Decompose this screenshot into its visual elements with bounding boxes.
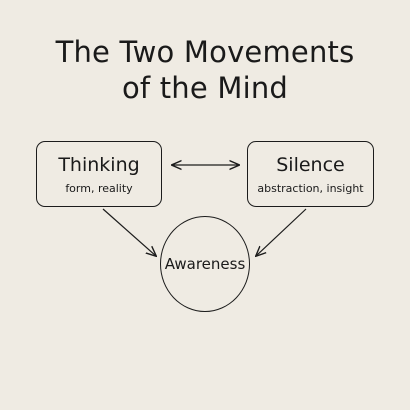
node-thinking: Thinking form, reality — [36, 141, 162, 207]
node-thinking-sublabel: form, reality — [65, 182, 133, 195]
arrow-thinking-to-awareness — [102, 208, 156, 256]
title-line-2: of the Mind — [121, 71, 289, 105]
node-awareness: Awareness — [160, 216, 250, 312]
arrow-silence-to-awareness — [256, 208, 307, 256]
title-line-1: The Two Movements — [55, 35, 355, 69]
node-thinking-label: Thinking — [58, 154, 140, 176]
node-awareness-label: Awareness — [164, 255, 246, 273]
node-silence-sublabel: abstraction, insight — [257, 182, 364, 195]
node-silence-label: Silence — [276, 154, 345, 176]
node-silence: Silence abstraction, insight — [247, 141, 374, 207]
page-title: The Two Movements of the Mind — [0, 34, 410, 106]
